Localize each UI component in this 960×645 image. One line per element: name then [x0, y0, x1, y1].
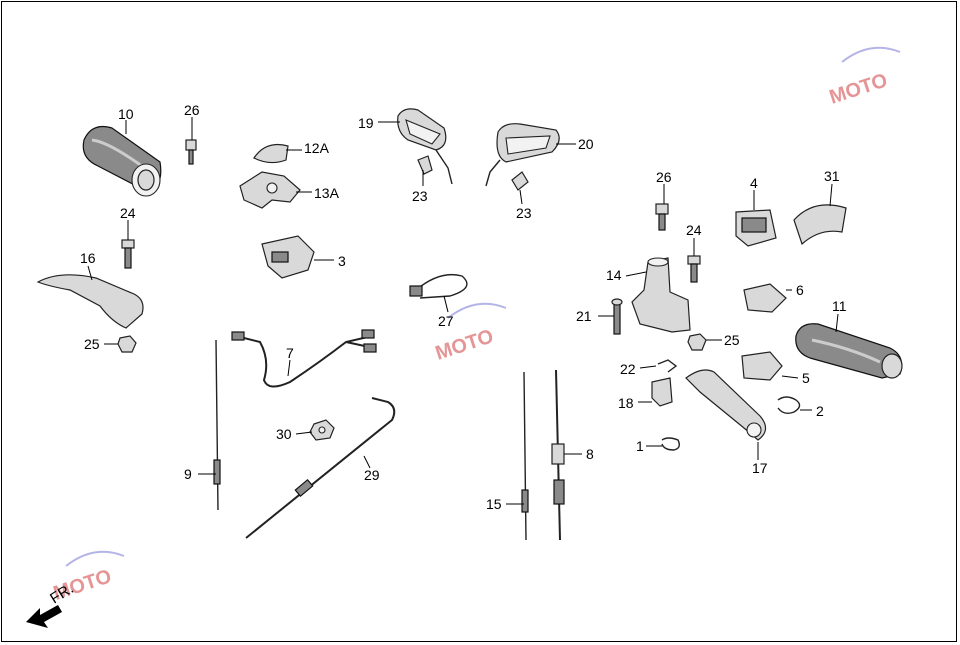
- label-part-23-left: 23: [412, 188, 428, 204]
- label-part-24-right: 24: [686, 222, 702, 238]
- label-part-5: 5: [802, 370, 810, 386]
- mirror-nut-part-23-left: [417, 155, 433, 175]
- label-part-25-left: 25: [84, 336, 100, 352]
- label-part-14: 14: [606, 267, 622, 283]
- nut-part-25-right: [687, 333, 707, 351]
- cable-part-9: [213, 339, 221, 511]
- master-cylinder-body-part: [239, 171, 301, 209]
- left-mirror-part: [397, 108, 453, 185]
- bolt-part-24-right: [687, 255, 701, 283]
- left-grip-part: [82, 125, 162, 197]
- bolt-part-26-left: [185, 139, 197, 165]
- switch-part-5: [741, 351, 783, 381]
- leader-lines: [87, 117, 839, 505]
- label-part-25-right: 25: [724, 332, 740, 348]
- right-grip-part: [795, 323, 903, 379]
- bolt-part-24-left: [121, 239, 135, 269]
- cover-part-31: [793, 204, 847, 246]
- label-part-12a: 12A: [304, 140, 330, 156]
- clutch-lever-part: [36, 274, 144, 329]
- switch-part-4: [735, 209, 777, 247]
- label-part-29: 29: [364, 467, 380, 483]
- spring-part-2: [777, 396, 801, 415]
- label-part-4: 4: [750, 175, 758, 191]
- label-part-13a: 13A: [314, 185, 340, 201]
- pin-part-21: [611, 298, 623, 335]
- label-part-18: 18: [618, 395, 634, 411]
- label-part-20: 20: [578, 136, 594, 152]
- harness-part-7: [231, 329, 377, 388]
- master-cylinder-cap-part: [253, 143, 289, 164]
- label-part-2: 2: [816, 403, 824, 419]
- label-part-22: 22: [620, 361, 636, 377]
- label-part-8: 8: [586, 446, 594, 462]
- label-part-31: 31: [824, 168, 840, 184]
- label-part-9: 9: [184, 466, 192, 482]
- brake-lever-part-17: [685, 369, 767, 441]
- label-part-27: 27: [438, 313, 454, 329]
- svg-text:MOTO: MOTO: [433, 325, 497, 364]
- label-part-15: 15: [486, 496, 502, 512]
- nut-part-25-left: [117, 335, 137, 353]
- label-part-17: 17: [752, 460, 768, 476]
- right-mirror-part: [485, 123, 560, 187]
- bracket-part-18: [651, 377, 673, 407]
- label-part-11: 11: [832, 298, 847, 314]
- label-part-26-right: 26: [656, 169, 672, 185]
- label-part-30: 30: [276, 426, 292, 442]
- callout-labels: 10 26 12A 13A 3 19 20 23 23 24 16 25 7 2…: [80, 102, 847, 512]
- label-part-23-right: 23: [516, 205, 532, 221]
- mirror-nut-part-23-right: [511, 171, 529, 191]
- label-part-6: 6: [796, 282, 804, 298]
- svg-text:MOTO: MOTO: [827, 69, 891, 108]
- clip-part-1: [661, 437, 681, 451]
- watermark-logo-top-right: MOTO: [827, 46, 901, 109]
- label-part-19: 19: [358, 115, 374, 131]
- label-part-21: 21: [576, 308, 592, 324]
- label-part-7: 7: [286, 345, 294, 361]
- label-part-24-left: 24: [120, 205, 136, 221]
- cable-part-15: [521, 371, 529, 541]
- cable-part-8: [551, 369, 565, 541]
- label-part-3: 3: [338, 253, 346, 269]
- label-part-10: 10: [118, 106, 134, 122]
- cable-tie-part: [409, 273, 468, 299]
- brake-master-cylinder-part-14: [631, 257, 691, 333]
- bolt-part-26-right: [655, 203, 669, 231]
- switch-part-3: [261, 235, 315, 279]
- label-part-26-left: 26: [184, 102, 200, 118]
- switch-part-6: [743, 283, 787, 313]
- spring-part-22: [657, 359, 678, 373]
- nut-part-30: [309, 419, 335, 441]
- throttle-cable-part: [245, 397, 396, 539]
- label-part-1: 1: [636, 438, 644, 454]
- label-part-16: 16: [80, 250, 96, 266]
